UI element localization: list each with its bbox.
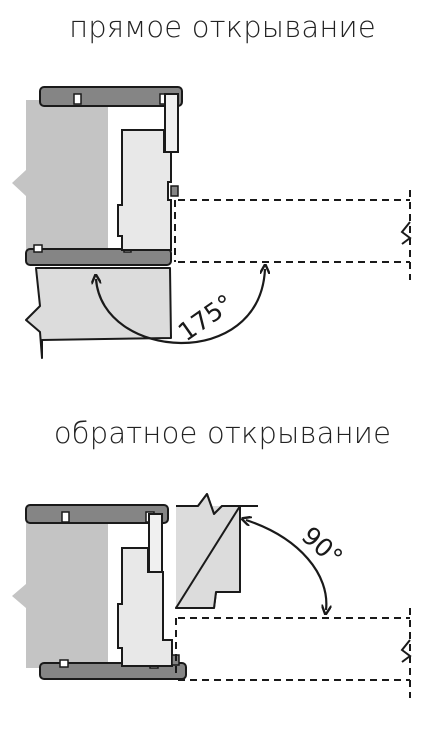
door-frame-top (39, 86, 183, 107)
angle-label-175: 175° (173, 289, 239, 347)
door-leaf-closed-dashed (174, 190, 411, 280)
section-title-direct-opening: прямое открывание (69, 10, 376, 44)
section-title-reverse-opening: обратное открывание (53, 416, 392, 450)
wall-section (12, 100, 108, 250)
door-stop-strip (148, 513, 163, 573)
break-symbol (400, 639, 412, 663)
door-leaf-open-fill (176, 494, 240, 608)
door-frame-top (25, 504, 169, 524)
break-symbol (400, 221, 412, 245)
diagram-reverse-opening: 90° (12, 493, 412, 698)
wall-section (12, 520, 108, 668)
diagram-direct-opening: 175° (12, 86, 412, 359)
door-box-frame (117, 547, 173, 667)
hinge (170, 185, 179, 197)
door-leaf-open (25, 267, 172, 359)
door-leaf-closed-dashed (175, 608, 411, 698)
door-stop-strip (164, 93, 179, 153)
angle-arc-175 (96, 269, 265, 344)
door-box-frame (117, 129, 172, 251)
angle-arc-90 (246, 520, 326, 610)
angle-label-90: 90° (296, 521, 348, 572)
